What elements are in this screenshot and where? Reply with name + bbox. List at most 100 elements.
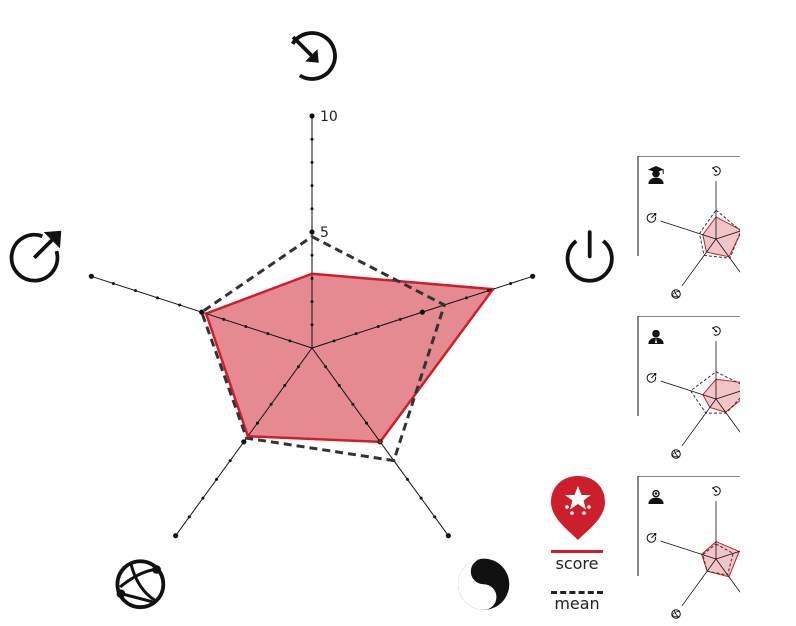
axis-tick (405, 477, 409, 481)
axis-tick (509, 281, 513, 285)
star-location-pin-icon (551, 476, 605, 540)
axis-tick (111, 281, 115, 285)
share-arrow-icon (646, 212, 657, 223)
axis-tick (337, 384, 341, 388)
axis-tick (365, 421, 369, 425)
small-axis (681, 398, 717, 447)
axis-tick (433, 515, 437, 519)
axis-tick (445, 533, 451, 539)
share-arrow-icon (9, 230, 62, 283)
axis-tick (215, 477, 219, 481)
small-axis (660, 540, 717, 560)
small-multiple-3 (636, 476, 740, 619)
axis-tick (310, 184, 314, 188)
idea-user-icon (648, 489, 664, 504)
graduate-user-icon (647, 166, 665, 184)
axis-tick (133, 289, 137, 293)
axis-tick (419, 309, 425, 315)
small-axis (715, 398, 740, 433)
axis-tick (241, 439, 247, 445)
tick-label: 10 (320, 109, 338, 125)
score-series-area (204, 272, 496, 444)
mean-legend-label: mean (554, 594, 600, 613)
axis-tick (487, 289, 491, 293)
axis-tick (419, 496, 423, 500)
axis-tick (464, 296, 468, 300)
small-axis (715, 238, 740, 273)
small-radar-1 (637, 156, 740, 299)
small-score-area (701, 541, 740, 578)
small-axis (660, 380, 717, 400)
axis-tick (269, 402, 273, 406)
axis-tick (530, 273, 536, 279)
small-mean-line (689, 371, 740, 414)
small-axis (681, 238, 717, 287)
axis-tick (255, 421, 259, 425)
yin-yang-icon (457, 558, 510, 610)
small-radar-2 (637, 316, 740, 459)
axis-tick (296, 365, 300, 369)
network-ball-icon (671, 289, 681, 299)
business-user-icon (648, 329, 664, 344)
axis-tick (309, 229, 315, 235)
small-radar-3 (637, 476, 740, 619)
axis-tick (187, 515, 191, 519)
clock-arrow-icon (711, 486, 721, 496)
small-axis (715, 550, 740, 560)
axis-tick (266, 332, 270, 336)
axis-tick (310, 253, 314, 257)
axis-tick (173, 533, 179, 539)
small-axis (681, 558, 717, 607)
mean-series-line (199, 234, 447, 463)
clock-arrow-icon (711, 326, 721, 336)
axis-tick (88, 273, 94, 279)
small-axis (660, 220, 717, 240)
axis-tick (156, 296, 160, 300)
score-legend-line (551, 550, 603, 553)
share-arrow-icon (646, 372, 657, 383)
axis-tick (324, 365, 328, 369)
small-multiple-2 (636, 316, 740, 459)
axis-tick (351, 402, 355, 406)
axis-tick (309, 113, 315, 119)
axis-tick (310, 160, 314, 164)
axis-tick (332, 339, 336, 343)
axis-tick (310, 323, 314, 327)
small-axis (715, 390, 740, 400)
share-arrow-icon (646, 532, 657, 543)
axis-tick (201, 496, 205, 500)
axis-tick (354, 332, 358, 336)
axis-tick (376, 324, 380, 328)
clock-arrow-icon (290, 31, 337, 81)
score-point (378, 440, 382, 444)
score-point (246, 434, 250, 438)
small-mean-line (702, 543, 734, 576)
axis-tick (244, 324, 248, 328)
axis-tick (228, 459, 232, 463)
legend: score mean (548, 474, 608, 624)
small-axis (715, 230, 740, 240)
radar-chart: 5 10 (9, 31, 614, 610)
network-ball-icon (671, 449, 681, 459)
power-icon (565, 230, 614, 283)
axis-tick (310, 137, 314, 141)
tick-label: 5 (320, 225, 329, 241)
small-score-area (702, 378, 740, 413)
score-point (204, 312, 208, 316)
small-mean-line (698, 209, 740, 259)
axis-tick (310, 207, 314, 211)
axis-tick (283, 384, 287, 388)
score-point (310, 272, 314, 276)
axis-tick (398, 317, 402, 321)
axis-tick (288, 339, 292, 343)
small-axis (715, 558, 740, 593)
axis-tick (310, 300, 314, 304)
network-ball-icon (671, 609, 681, 619)
axis-tick (178, 303, 182, 307)
axis-tick (222, 317, 226, 321)
score-point (491, 287, 495, 291)
score-legend-label: score (555, 554, 599, 573)
axis-tick (199, 309, 205, 315)
axis-tick (310, 276, 314, 280)
small-multiple-1 (636, 156, 740, 299)
